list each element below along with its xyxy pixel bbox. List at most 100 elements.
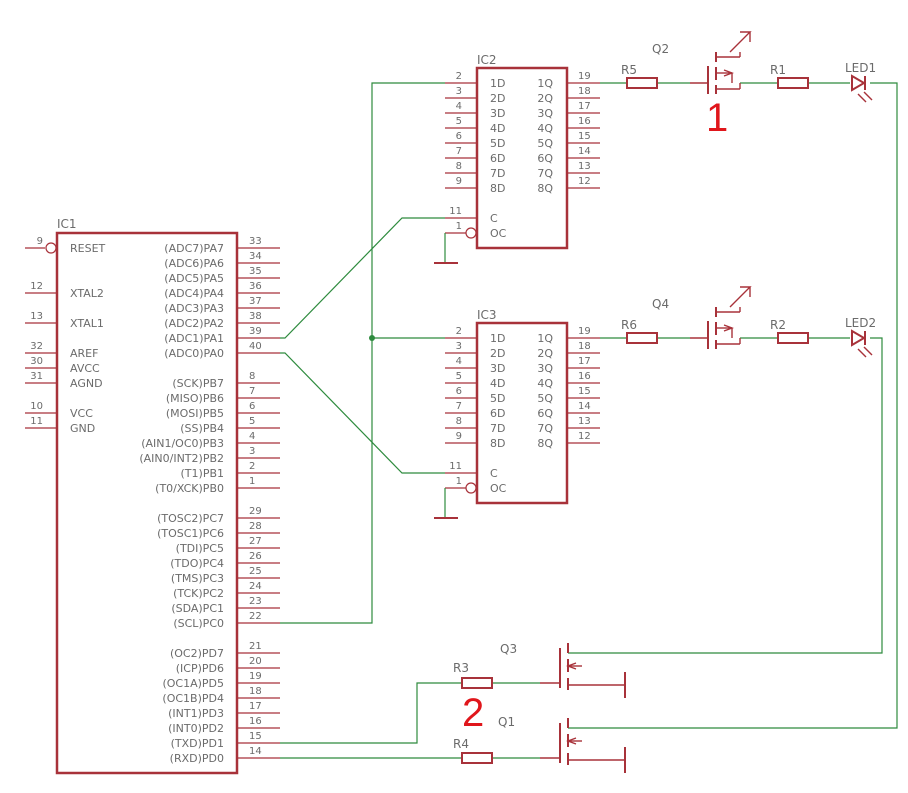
ic1-pin-label: (OC1A)PD5 <box>162 677 224 690</box>
ic1-pin-number: 22 <box>249 611 262 622</box>
q1-label: Q1 <box>498 715 515 729</box>
ic1-pin-label: (TXD)PD1 <box>171 737 224 750</box>
wire-data-bus <box>280 82 445 624</box>
latch-pin-number: 3 <box>456 86 462 97</box>
transistor-q1: Q1 <box>498 715 626 773</box>
latch-pin-label: 2D <box>490 92 505 105</box>
latch-pin-number: 11 <box>449 206 462 217</box>
ic1-pin-number: 18 <box>249 686 262 697</box>
ic1-body <box>55 231 239 775</box>
q2-label: Q2 <box>652 42 669 56</box>
ic1-pin-number: 24 <box>249 581 262 592</box>
ic1-pin-label: (AIN0/INT2)PB2 <box>139 452 224 465</box>
ic1-pin-label: (MISO)PB6 <box>166 392 224 405</box>
ic1-pin-number: 2 <box>249 461 255 472</box>
ic1: IC1 9RESET12XTAL213XTAL132AREF30AVCC31AG… <box>25 217 280 775</box>
latch-pin-number: 6 <box>456 131 462 142</box>
transistor-q2: Q2 <box>652 31 752 94</box>
ic1-pin-label: (SS)PB4 <box>180 422 224 435</box>
latch-pin-label: 5Q <box>537 392 553 405</box>
latch-pin-number: 6 <box>456 386 462 397</box>
ic1-pin-label: (ADC1)PA1 <box>164 332 224 345</box>
latch-pin-number: 18 <box>578 341 591 352</box>
resistor-r2 <box>777 332 809 344</box>
latch-pin-number: 4 <box>456 101 462 112</box>
ic1-pin-label: (ADC3)PA3 <box>164 302 224 315</box>
latch-pin-label: OC <box>490 482 507 495</box>
latch-pin-label: 7D <box>490 167 505 180</box>
ic1-pin-label: (TOSC2)PC7 <box>157 512 224 525</box>
transistor-q3: Q3 <box>500 642 626 698</box>
latch-pin-label: C <box>490 467 498 480</box>
ic1-pin-number: 28 <box>249 521 262 532</box>
ic1-pin-number: 23 <box>249 596 262 607</box>
ic1-pin-number: 14 <box>249 746 262 757</box>
latch-pin-number: 19 <box>578 326 591 337</box>
latch-pin-inverter <box>465 482 477 494</box>
ic1-pin-number: 6 <box>249 401 255 412</box>
latch-pin-number: 12 <box>578 431 591 442</box>
latch-pin-inverter <box>465 227 477 239</box>
ic2: IC221D32D43D54D65D76D87D98D191Q182Q173Q1… <box>434 53 600 264</box>
ic1-pin-label: XTAL1 <box>70 317 104 330</box>
latch-pin-number: 11 <box>449 461 462 472</box>
ic1-pin-number: 35 <box>249 266 262 277</box>
ic1-right-pins: 33(ADC7)PA734(ADC6)PA635(ADC5)PA536(ADC4… <box>139 236 280 765</box>
ic1-pin-number: 29 <box>249 506 262 517</box>
ic1-pin-label: (MOSI)PB5 <box>166 407 224 420</box>
resistor-r3 <box>461 677 493 689</box>
r2-label: R2 <box>770 318 786 332</box>
latch-pin-label: 1Q <box>537 77 553 90</box>
latch-pin-number: 5 <box>456 371 462 382</box>
latch-pin-label: 8D <box>490 437 505 450</box>
latch-pin-number: 19 <box>578 71 591 82</box>
ic3: IC321D32D43D54D65D76D87D98D191Q182Q173Q1… <box>434 308 600 519</box>
ic1-pin-number: 17 <box>249 701 262 712</box>
latch-pin-label: OC <box>490 227 507 240</box>
latch-pin-number: 2 <box>456 326 462 337</box>
ic1-pin-label: (ADC6)PA6 <box>164 257 224 270</box>
latch-pin-label: 4D <box>490 377 505 390</box>
ic1-pin-label: (OC1B)PD4 <box>162 692 224 705</box>
ic1-pin-label: GND <box>70 422 95 435</box>
latch-pin-label: 5D <box>490 137 505 150</box>
latch-pin-number: 1 <box>456 476 462 487</box>
latch-pin-label: 5Q <box>537 137 553 150</box>
annotation-marker-1: 1 <box>706 96 728 140</box>
latch-pin-number: 13 <box>578 416 591 427</box>
ic1-pin-label: (ICP)PD6 <box>176 662 224 675</box>
latch-pin-label: 6Q <box>537 407 553 420</box>
led-led1: LED1 <box>845 61 876 103</box>
latch-pin-label: 8Q <box>537 437 553 450</box>
ic1-pin-number: 26 <box>249 551 262 562</box>
ic1-pin-number: 39 <box>249 326 262 337</box>
latch-pin-label: 7Q <box>537 422 553 435</box>
ic1-pin-number: 13 <box>30 311 43 322</box>
resistor-r5 <box>626 77 658 89</box>
resistor-r6 <box>626 332 658 344</box>
latch-pin-label: 3D <box>490 362 505 375</box>
ic1-pin-label: AGND <box>70 377 103 390</box>
r4-label: R4 <box>453 737 469 751</box>
ic1-pin-number: 38 <box>249 311 262 322</box>
wire-pa1-ic2-latch <box>280 217 445 339</box>
latch-pin-number: 7 <box>456 401 462 412</box>
latch-pin-label: 1D <box>490 332 505 345</box>
ic1-pin-label: RESET <box>70 242 106 255</box>
ic1-pin-number: 20 <box>249 656 262 667</box>
ic1-pin-number: 12 <box>30 281 43 292</box>
latch-pin-label: 7Q <box>537 167 553 180</box>
latch-pin-number: 16 <box>578 116 591 127</box>
ic1-pin-label: (TDO)PC4 <box>170 557 224 570</box>
latch-pin-label: 7D <box>490 422 505 435</box>
ic1-pin-label: (SDA)PC1 <box>171 602 224 615</box>
ic1-pin-number: 37 <box>249 296 262 307</box>
r5-label: R5 <box>621 63 637 77</box>
ic1-pin-number: 15 <box>249 731 262 742</box>
ic1-pin-label: AVCC <box>70 362 100 375</box>
ic1-pin-label: XTAL2 <box>70 287 104 300</box>
latch-pin-label: 4Q <box>537 377 553 390</box>
latch-pin-number: 13 <box>578 161 591 172</box>
ic1-pin-number: 1 <box>249 476 255 487</box>
